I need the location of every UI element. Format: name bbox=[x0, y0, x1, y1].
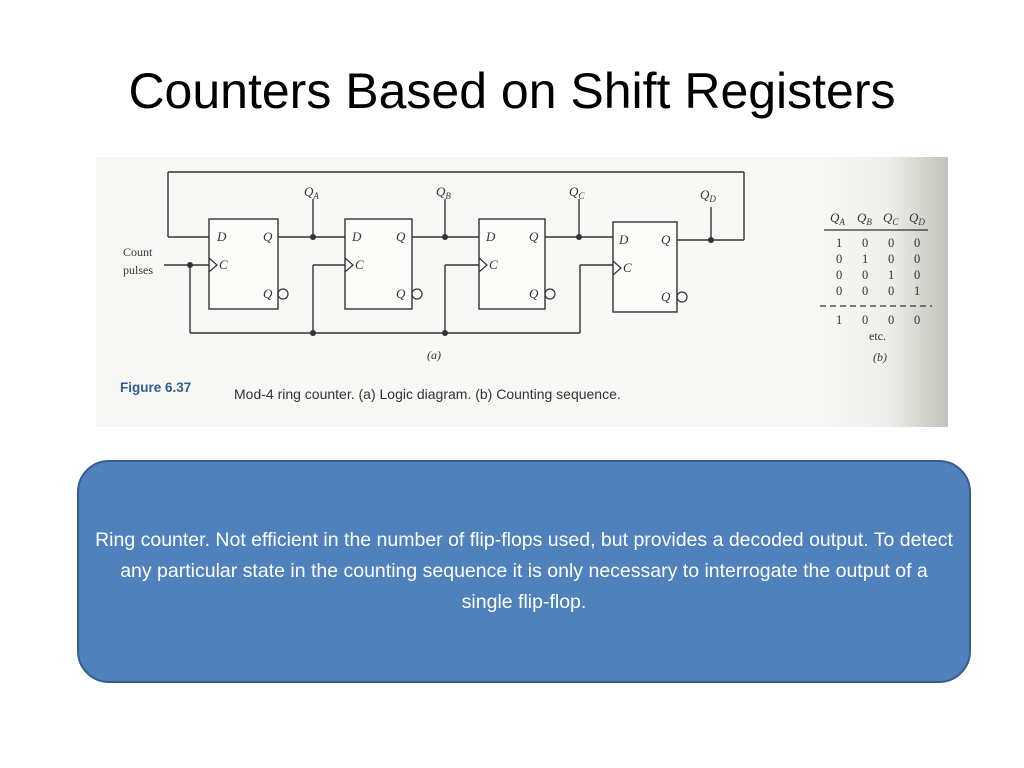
ff-a-qbar-label: Q bbox=[263, 286, 273, 301]
pulses-label: pulses bbox=[123, 263, 153, 277]
ff-b-d-label: D bbox=[351, 229, 362, 244]
sequence-table: QA QB QC QD 1 0 0 0 0 1 0 0 0 0 1 0 0 0 … bbox=[820, 210, 932, 364]
scan-edge-shadow bbox=[816, 157, 948, 427]
ff-b-c-label: C bbox=[355, 257, 364, 272]
table-cell: 0 bbox=[888, 284, 894, 298]
flipflop-b: D Q C Q bbox=[344, 218, 423, 310]
figure-scan: D Q C Q D Q C Q D Q C Q bbox=[96, 157, 948, 427]
count-label: Count bbox=[123, 245, 153, 259]
output-label-qd: QD bbox=[700, 187, 716, 204]
ff-c-c-label: C bbox=[489, 257, 498, 272]
part-b-label: (b) bbox=[873, 350, 887, 364]
table-header-qd: QD bbox=[909, 210, 925, 227]
flipflop-d: D Q C Q bbox=[612, 221, 688, 313]
ff-b-q-label: Q bbox=[396, 229, 406, 244]
table-repeat-cell: 0 bbox=[888, 313, 894, 327]
table-cell: 1 bbox=[888, 268, 894, 282]
ff-d-d-label: D bbox=[618, 232, 629, 247]
flipflop-c: D Q C Q bbox=[478, 218, 556, 310]
ff-d-c-label: C bbox=[623, 260, 632, 275]
output-label-qc: QC bbox=[569, 184, 585, 201]
ff-a-q-label: Q bbox=[263, 229, 273, 244]
table-header-qc: QC bbox=[883, 210, 899, 227]
part-a-label: (a) bbox=[427, 348, 441, 362]
callout-box: Ring counter. Not efficient in the numbe… bbox=[77, 460, 971, 683]
table-header-qa: QA bbox=[830, 210, 845, 227]
table-cell: 1 bbox=[836, 236, 842, 250]
ff-a-c-label: C bbox=[219, 257, 228, 272]
table-cell: 0 bbox=[862, 236, 868, 250]
table-cell: 0 bbox=[914, 236, 920, 250]
table-cell: 0 bbox=[862, 284, 868, 298]
ff-d-qbar-label: Q bbox=[661, 289, 671, 304]
slide-title: Counters Based on Shift Registers bbox=[128, 63, 896, 119]
ff-b-qbar-label: Q bbox=[396, 286, 406, 301]
table-repeat-cell: 0 bbox=[914, 313, 920, 327]
table-cell: 0 bbox=[888, 252, 894, 266]
junction-dots bbox=[187, 234, 714, 336]
output-label-qb: QB bbox=[436, 184, 451, 201]
table-repeat-cell: 1 bbox=[836, 313, 842, 327]
table-cell: 1 bbox=[862, 252, 868, 266]
ff-c-qbar-label: Q bbox=[529, 286, 539, 301]
ff-a-d-label: D bbox=[216, 229, 227, 244]
table-cell: 1 bbox=[914, 284, 920, 298]
table-cell: 0 bbox=[862, 268, 868, 282]
table-etc: etc. bbox=[869, 329, 886, 343]
output-label-qa: QA bbox=[304, 184, 319, 201]
table-header-qb: QB bbox=[857, 210, 872, 227]
callout-text: Ring counter. Not efficient in the numbe… bbox=[95, 529, 953, 613]
table-cell: 0 bbox=[914, 252, 920, 266]
figure-number: Figure 6.37 bbox=[120, 380, 191, 395]
table-cell: 0 bbox=[836, 284, 842, 298]
table-cell: 0 bbox=[836, 268, 842, 282]
table-repeat-cell: 0 bbox=[862, 313, 868, 327]
ring-counter-diagram: D Q C Q D Q C Q D Q C Q bbox=[96, 157, 948, 427]
ff-c-d-label: D bbox=[485, 229, 496, 244]
wires bbox=[164, 171, 745, 334]
ff-d-q-label: Q bbox=[661, 232, 671, 247]
table-cell: 0 bbox=[914, 268, 920, 282]
figure-caption: Mod-4 ring counter. (a) Logic diagram. (… bbox=[234, 386, 621, 402]
flipflop-a: D Q C Q bbox=[208, 218, 289, 310]
table-cell: 0 bbox=[836, 252, 842, 266]
ff-c-q-label: Q bbox=[529, 229, 539, 244]
table-cell: 0 bbox=[888, 236, 894, 250]
